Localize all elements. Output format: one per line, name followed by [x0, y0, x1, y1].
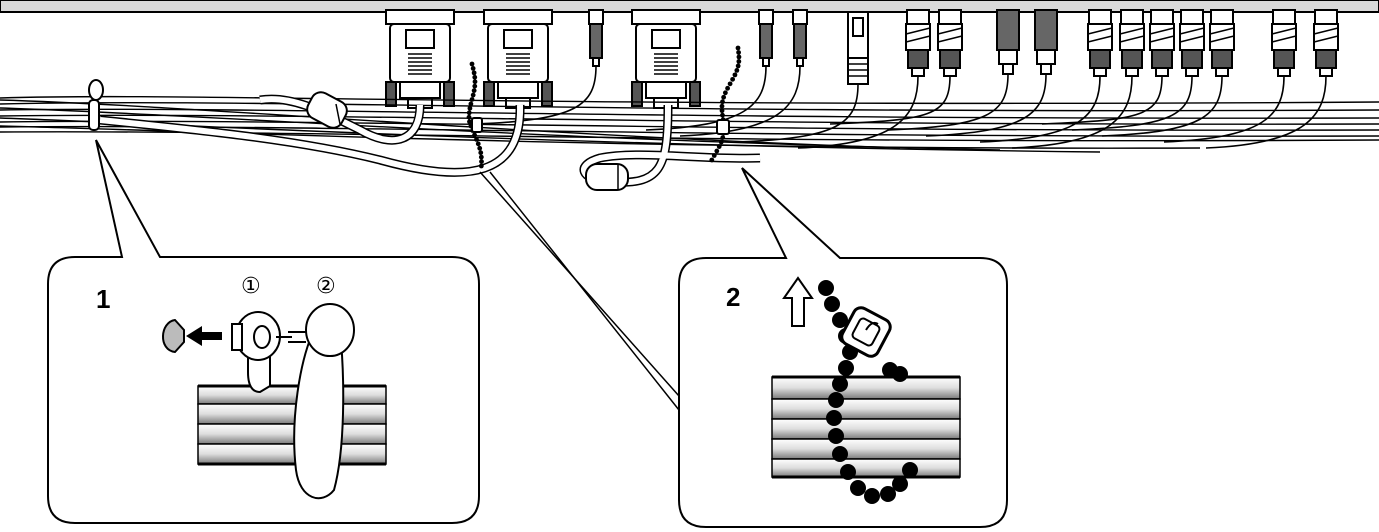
connector-cables	[475, 65, 1327, 149]
d-sub-connector	[483, 9, 553, 109]
cable-clamp-icon	[88, 79, 104, 131]
step-number-2: 2	[726, 282, 740, 312]
callout-step2: 2	[479, 167, 1008, 528]
bnc-connector	[937, 9, 963, 77]
bnc-connector	[1209, 9, 1235, 77]
step-number-1: 1	[96, 284, 110, 314]
ferrite-cable-right	[579, 104, 761, 187]
callout-step1: 1 ① ②	[47, 139, 480, 524]
usb-plug	[847, 11, 869, 85]
cable-bundle-detail	[771, 375, 961, 479]
up-arrow-icon	[782, 276, 814, 327]
cable-bundle-detail	[197, 384, 387, 466]
bead-tie-icon	[466, 61, 484, 169]
wall-anchor	[162, 318, 185, 354]
rca-plug	[1034, 9, 1058, 75]
leader-line	[489, 171, 680, 411]
cable-clamp-detail	[231, 303, 355, 500]
bnc-connector	[1179, 9, 1205, 77]
bead-tie-icon	[709, 45, 742, 163]
bnc-connector	[1119, 9, 1145, 77]
rca-plug	[996, 9, 1020, 75]
d-sub-connector	[385, 9, 455, 109]
ferrite-core-right	[585, 163, 629, 191]
ferrite-cable-left	[99, 94, 525, 177]
part-label-2: ②	[316, 274, 336, 299]
audio-plug	[792, 9, 808, 67]
left-arrow-icon	[186, 326, 222, 346]
bnc-connector	[1149, 9, 1175, 77]
audio-plug	[588, 9, 604, 67]
part-label-1: ①	[241, 274, 261, 299]
audio-plug	[758, 9, 774, 67]
bead-tie-head	[840, 306, 892, 358]
ferrite-core-left	[306, 91, 348, 129]
bnc-connector	[1271, 9, 1297, 77]
d-sub-connector	[631, 9, 701, 109]
bnc-connector	[905, 9, 931, 77]
bead-tie-detail	[818, 280, 918, 504]
bnc-connector	[1087, 9, 1113, 77]
connector-row	[385, 9, 1339, 109]
bnc-connector	[1313, 9, 1339, 77]
